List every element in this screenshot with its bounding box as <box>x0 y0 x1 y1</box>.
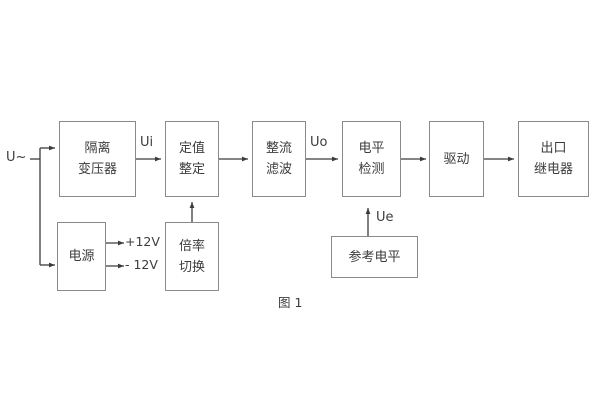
signal-label-ui: Ui <box>140 135 154 150</box>
block-power-supply: 电源 <box>57 222 106 291</box>
block-line: 整定 <box>178 162 205 177</box>
block-line: 电平 <box>358 141 385 156</box>
block-line: 继电器 <box>533 162 573 177</box>
block-line: 电源 <box>68 249 95 264</box>
block-line: 出口 <box>540 141 567 156</box>
block-line: 变压器 <box>77 162 117 177</box>
block-line: 倍率 <box>178 238 205 254</box>
block-line: 隔离 <box>84 141 111 156</box>
block-ratio-switch: 倍率 切换 <box>165 222 219 291</box>
block-reference-level: 参考电平 <box>331 236 418 278</box>
block-line: 检测 <box>358 162 385 177</box>
block-isolation-transformer: 隔离 变压器 <box>59 121 136 197</box>
block-drive: 驱动 <box>429 121 484 197</box>
block-line: 滤波 <box>265 162 292 177</box>
figure-caption: 图 1 <box>278 295 303 310</box>
block-line: 定值 <box>178 141 205 156</box>
rail-label-positive-12v: +12V <box>125 234 160 249</box>
block-line: 整流 <box>265 141 292 156</box>
signal-label-ue: Ue <box>376 210 394 225</box>
block-setting-value: 定值 整定 <box>165 121 219 197</box>
block-level-detection: 电平 检测 <box>342 121 401 197</box>
block-line: 切换 <box>178 259 205 275</box>
block-output-relay: 出口 继电器 <box>518 121 589 197</box>
rail-label-negative-12v: - 12V <box>125 257 158 272</box>
block-line: 驱动 <box>443 151 470 167</box>
block-rectify-filter: 整流 滤波 <box>252 121 306 197</box>
input-source-label: U~ <box>6 150 27 165</box>
signal-label-uo: Uo <box>310 135 328 150</box>
block-line: 参考电平 <box>348 249 401 265</box>
